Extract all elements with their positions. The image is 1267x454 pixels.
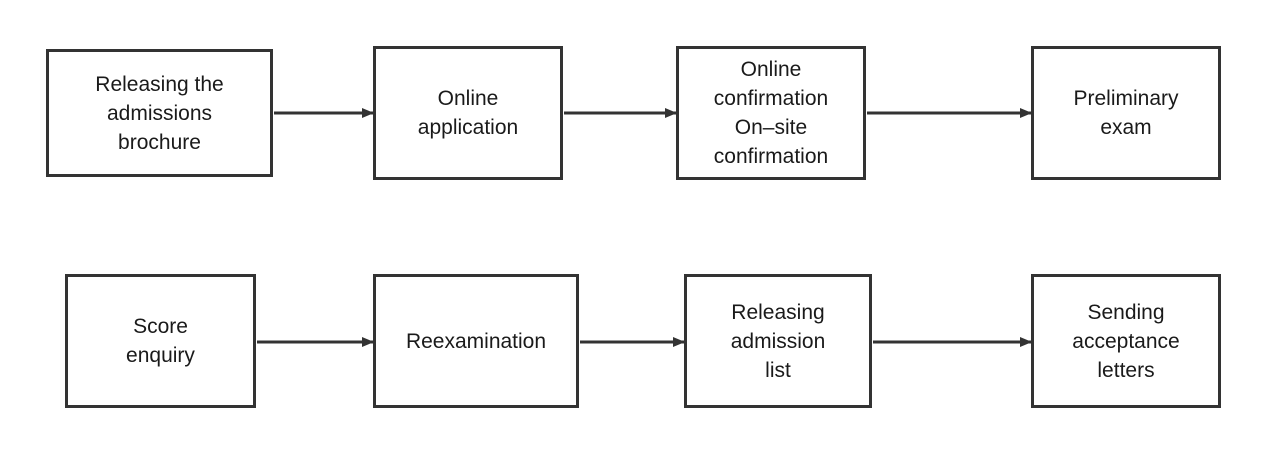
step-sending-acceptance-letters: Sending acceptance letters [1031,274,1221,408]
step-confirmation: Online confirmation On–site confirmation [676,46,866,180]
step-label: Online confirmation On–site confirmation [713,58,829,168]
step-releasing-admissions-brochure: Releasing the admissions brochure [46,49,273,177]
step-label: Reexamination [405,329,547,353]
step-online-application: Online application [373,46,563,180]
step-reexamination: Reexamination [373,274,579,408]
step-label: Releasing admission list [730,300,826,382]
step-label: Online application [417,87,519,139]
step-releasing-admission-list: Releasing admission list [684,274,872,408]
step-label: Score enquiry [126,315,195,367]
step-score-enquiry: Score enquiry [65,274,256,408]
step-preliminary-exam: Preliminary exam [1031,46,1221,180]
step-label: Preliminary exam [1073,87,1179,139]
step-label: Releasing the admissions brochure [95,72,224,154]
step-label: Sending acceptance letters [1072,300,1180,382]
